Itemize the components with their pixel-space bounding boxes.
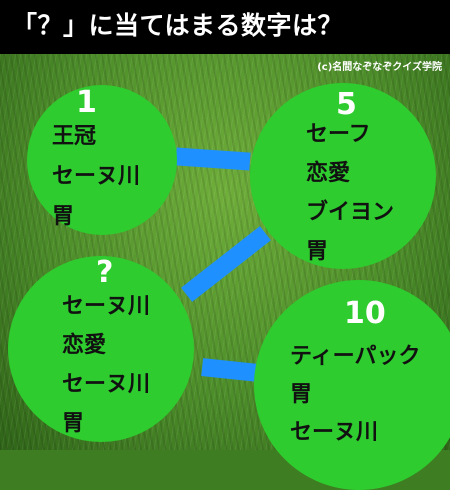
title-bar: 「？」に当てはまる数字は？ [0,0,450,54]
clue-word: 胃 [62,411,85,436]
credit-text: (c)名間なぞなぞクイズ学院 [317,62,442,73]
clue-number-1: 1 [76,85,97,120]
clue-circle-1 [27,85,177,235]
clue-word: ブイヨン [306,200,395,225]
clue-circle-5 [250,83,436,269]
clue-word: セーヌ川 [52,164,141,189]
unknown-number: ? [96,255,114,290]
clue-word: セーヌ川 [62,372,151,397]
clue-number-10: 10 [344,296,386,331]
clue-word: ティーパック [290,344,421,369]
puzzle-title: 「？」に当てはまる数字は？ [12,11,344,40]
clue-word: 王冠 [52,124,97,149]
clue-word: 恋愛 [306,161,351,186]
clue-word: セーヌ川 [290,420,379,445]
clue-word: 胃 [52,204,75,229]
clue-word: 恋愛 [62,333,107,358]
clue-word: 胃 [290,382,313,407]
clue-word: セーフ [306,122,371,147]
clue-number-5: 5 [336,87,357,122]
clue-circle-unknown [8,256,194,442]
clue-word: 胃 [306,239,329,264]
clue-word: セーヌ川 [62,294,151,319]
